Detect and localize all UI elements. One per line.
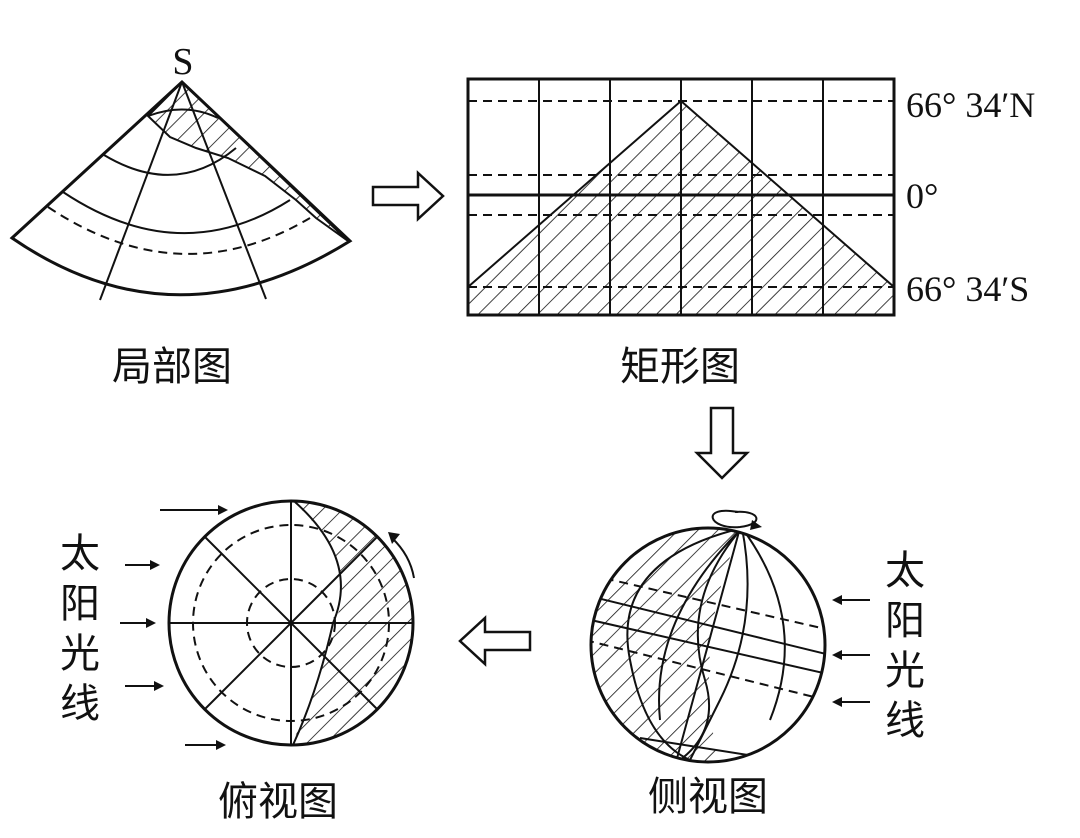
side-sun-label-4: 线 [885, 698, 925, 744]
sector-meridian-1 [99, 81, 183, 301]
sector-arc-dashed [47, 206, 311, 255]
rect-terminator-left [467, 100, 682, 288]
sector-meridian-2 [181, 81, 267, 300]
partial-view-diagram: S 局部图 [9, 41, 353, 390]
side-rotation-arrow [711, 509, 758, 529]
lat-label-north: 66° 34′N [906, 85, 1035, 125]
side-sun-label-3: 光 [885, 648, 925, 694]
pole-label-s: S [172, 41, 193, 83]
top-rotation-arrow [391, 537, 415, 579]
side-sun-rays [832, 595, 870, 707]
partial-view-title: 局部图 [112, 344, 232, 390]
side-sun-label-2: 阳 [885, 598, 925, 644]
side-globe-outline [589, 526, 827, 764]
side-view-title: 侧视图 [648, 774, 768, 820]
top-sun-label-2: 阳 [60, 581, 100, 627]
side-grid [591, 528, 825, 762]
side-sun-label-1: 太 [885, 548, 925, 594]
sector-arc-inner [147, 108, 219, 119]
top-rotation-arrow-head [388, 532, 400, 544]
top-view-title: 俯视图 [218, 779, 338, 825]
top-meridian [204, 536, 378, 710]
rect-view-title: 矩形图 [620, 344, 740, 390]
rectangle-map-diagram: 66° 34′N 0° 66° 34′S 矩形图 [466, 77, 1035, 390]
top-view-diagram: 太 阳 光 线 俯视图 [60, 499, 415, 825]
top-sun-label-3: 光 [60, 631, 100, 677]
side-view-diagram: 太 阳 光 线 侧视图 [589, 509, 925, 820]
top-sun-label-1: 太 [60, 531, 100, 577]
top-sun-label-4: 线 [60, 681, 100, 727]
sector-arc-2 [62, 191, 291, 235]
arrow-right-icon [371, 170, 445, 222]
lat-label-south: 66° 34′S [906, 269, 1029, 309]
sector-outline [9, 79, 353, 297]
sector-arc-1 [103, 147, 237, 176]
side-rotation-arrow-head [750, 520, 762, 530]
sector-hatched-region [146, 80, 349, 242]
rect-terminator-right [680, 100, 895, 288]
top-terminator-line [292, 501, 342, 746]
lat-label-equator: 0° [906, 176, 938, 216]
top-sun-rays [120, 505, 228, 750]
arrow-left-icon [458, 615, 532, 667]
arrow-down-icon [693, 406, 751, 480]
